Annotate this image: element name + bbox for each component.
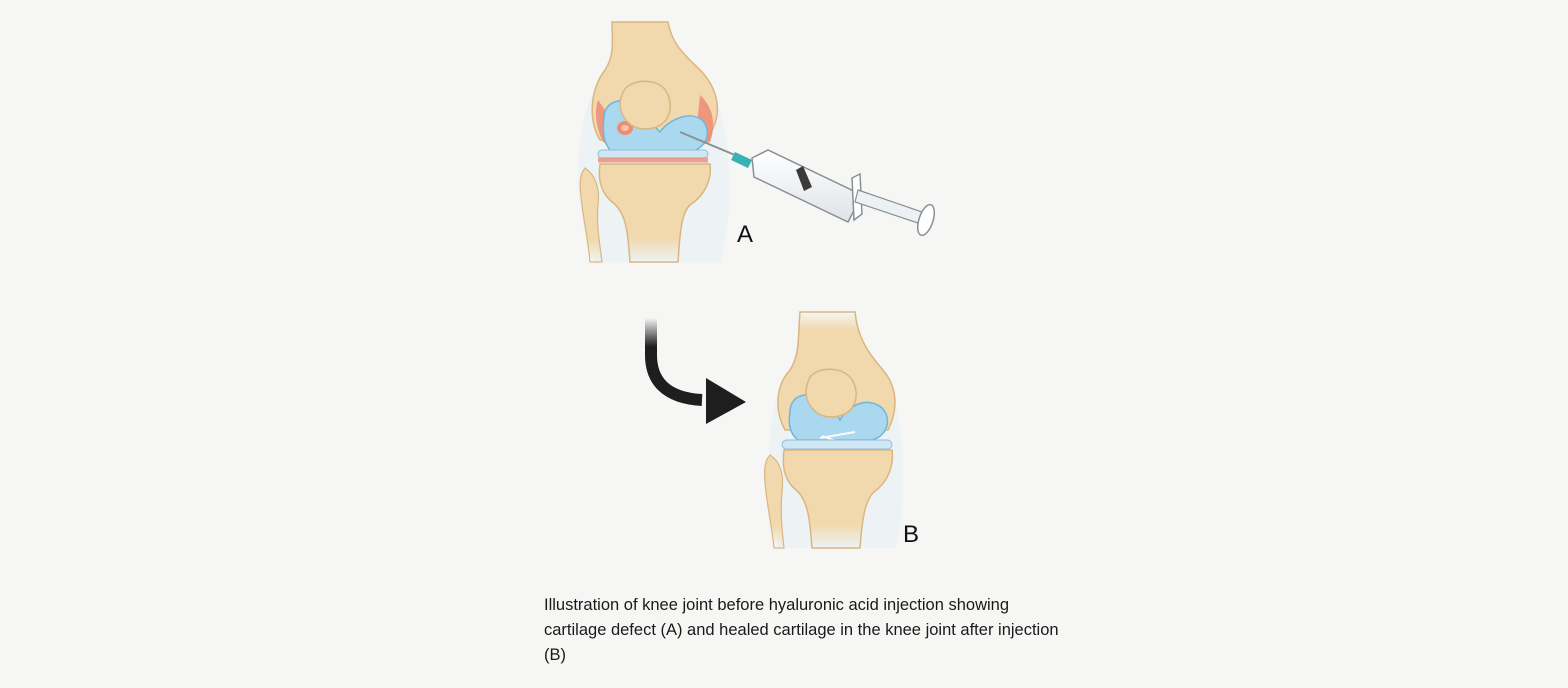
label-b: B [903,521,920,548]
syringe-icon [679,131,936,237]
label-a: A [737,221,754,248]
knee-b-healed [763,311,904,549]
curved-arrow-icon [645,318,746,424]
figure-caption: Illustration of knee joint before hyalur… [544,596,1059,664]
knee-a-damaged [578,21,730,263]
